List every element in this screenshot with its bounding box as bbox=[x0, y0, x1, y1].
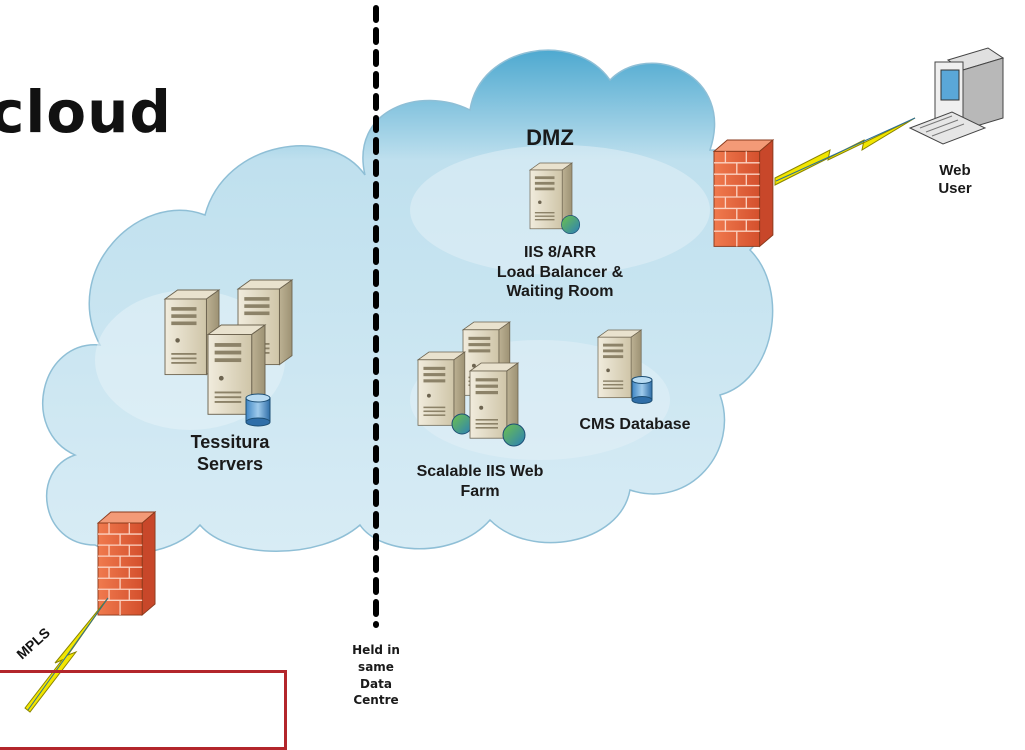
cms-database-server-icon bbox=[597, 329, 653, 404]
lightning-link-icon bbox=[774, 117, 916, 186]
globe-icon bbox=[561, 215, 581, 235]
load-balancer-server-icon bbox=[529, 162, 581, 235]
tessitura-servers-label: Tessitura Servers bbox=[190, 432, 270, 474]
globe-icon bbox=[451, 413, 473, 435]
diagram-canvas: MPLS bbox=[13, 5, 1005, 713]
cms-database-label: CMS Database bbox=[579, 416, 691, 433]
globe-icon bbox=[502, 423, 526, 447]
web-farm-label: Scalable IIS Web Farm bbox=[416, 463, 544, 500]
red-outline-box bbox=[0, 670, 287, 750]
page-title: cloud bbox=[0, 78, 172, 146]
data-centre-caption: Held in same Data Centre bbox=[352, 643, 400, 708]
tessitura-servers-icon bbox=[164, 279, 293, 427]
mpls-label: MPLS bbox=[13, 624, 53, 662]
firewall-icon bbox=[713, 139, 774, 248]
network-diagram: MPLS cloud DMZ IIS 8/ARR Load Balancer &… bbox=[0, 5, 1005, 750]
database-icon bbox=[245, 393, 271, 427]
web-farm-servers-icon bbox=[417, 321, 526, 447]
dmz-label: DMZ bbox=[526, 125, 574, 150]
web-user-label: Web User bbox=[938, 162, 972, 197]
load-balancer-label: IIS 8/ARR Load Balancer & Waiting Room bbox=[496, 244, 624, 301]
web-user-computer-icon bbox=[908, 47, 1005, 145]
